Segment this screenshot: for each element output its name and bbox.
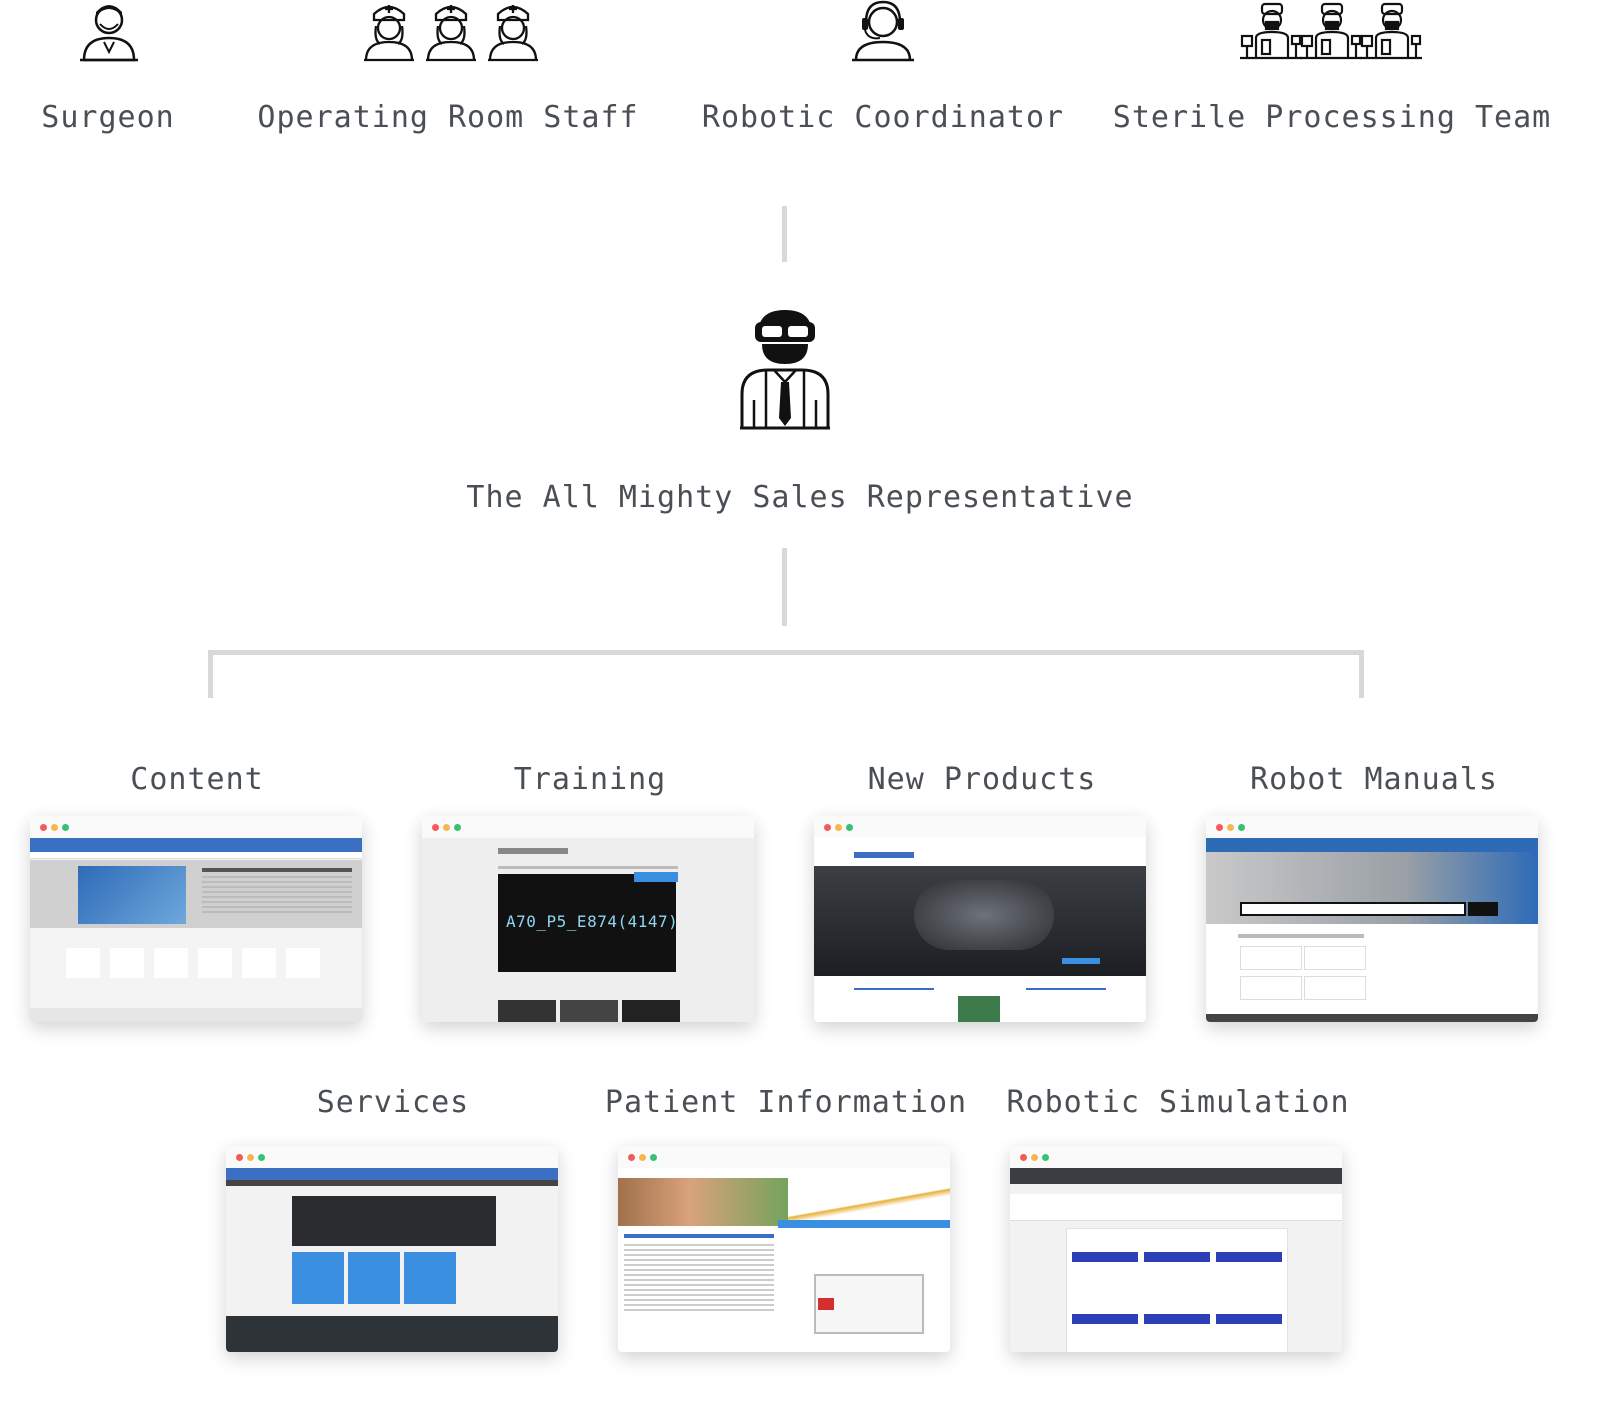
browser-page (1206, 838, 1538, 1022)
browser-titlebar (226, 1146, 558, 1168)
browser-page (226, 1168, 558, 1352)
bracket-horizontal (208, 650, 1364, 655)
browser-titlebar (814, 816, 1146, 838)
browser-titlebar (30, 816, 362, 838)
browser-titlebar (422, 816, 754, 838)
robotic-sim-screenshot[interactable] (1010, 1146, 1342, 1352)
resource-title-patient-info: Patient Information (604, 1085, 968, 1120)
role-label: Robotic Coordinator (701, 100, 1065, 135)
resource-title-new-products: New Products (867, 762, 1097, 797)
training-screen-text: A70_P5_E874(4147) (506, 912, 679, 931)
resource-title-robot-manuals: Robot Manuals (1250, 762, 1498, 797)
new-products-screenshot[interactable] (814, 816, 1146, 1022)
browser-page (30, 838, 362, 1022)
training-screenshot[interactable]: A70_P5_E874(4147) (422, 816, 754, 1022)
sterile-team-icon (1240, 2, 1424, 60)
role-label: Operating Room Staff (257, 100, 639, 135)
resource-title-content: Content (130, 762, 264, 797)
browser-titlebar (618, 1146, 950, 1168)
role-label: Sterile Processing Team (1112, 100, 1552, 135)
patient-info-screenshot[interactable] (618, 1146, 950, 1352)
bracket-left (208, 650, 213, 698)
content-screenshot[interactable] (30, 816, 362, 1022)
resource-title-robotic-sim: Robotic Simulation (1006, 1085, 1350, 1120)
robot-manuals-screenshot[interactable] (1206, 816, 1538, 1022)
center-label: The All Mighty Sales Representative (466, 480, 1134, 515)
bracket-right (1359, 650, 1364, 698)
sales-rep-icon (740, 310, 830, 430)
nurses-icon (364, 3, 540, 62)
browser-page (814, 838, 1146, 1022)
browser-page: A70_P5_E874(4147) (422, 838, 754, 1022)
resource-title-services: Services (316, 1085, 470, 1120)
surgeon-icon (80, 5, 138, 62)
headset-coordinator-icon (852, 0, 914, 62)
browser-titlebar (1206, 816, 1538, 838)
browser-page (618, 1168, 950, 1352)
browser-page (1010, 1168, 1342, 1352)
connector-bottom (782, 548, 787, 626)
services-screenshot[interactable] (226, 1146, 558, 1352)
browser-titlebar (1010, 1146, 1342, 1168)
resource-title-training: Training (513, 762, 667, 797)
connector-top (782, 206, 787, 262)
role-label: Surgeon (41, 100, 175, 135)
